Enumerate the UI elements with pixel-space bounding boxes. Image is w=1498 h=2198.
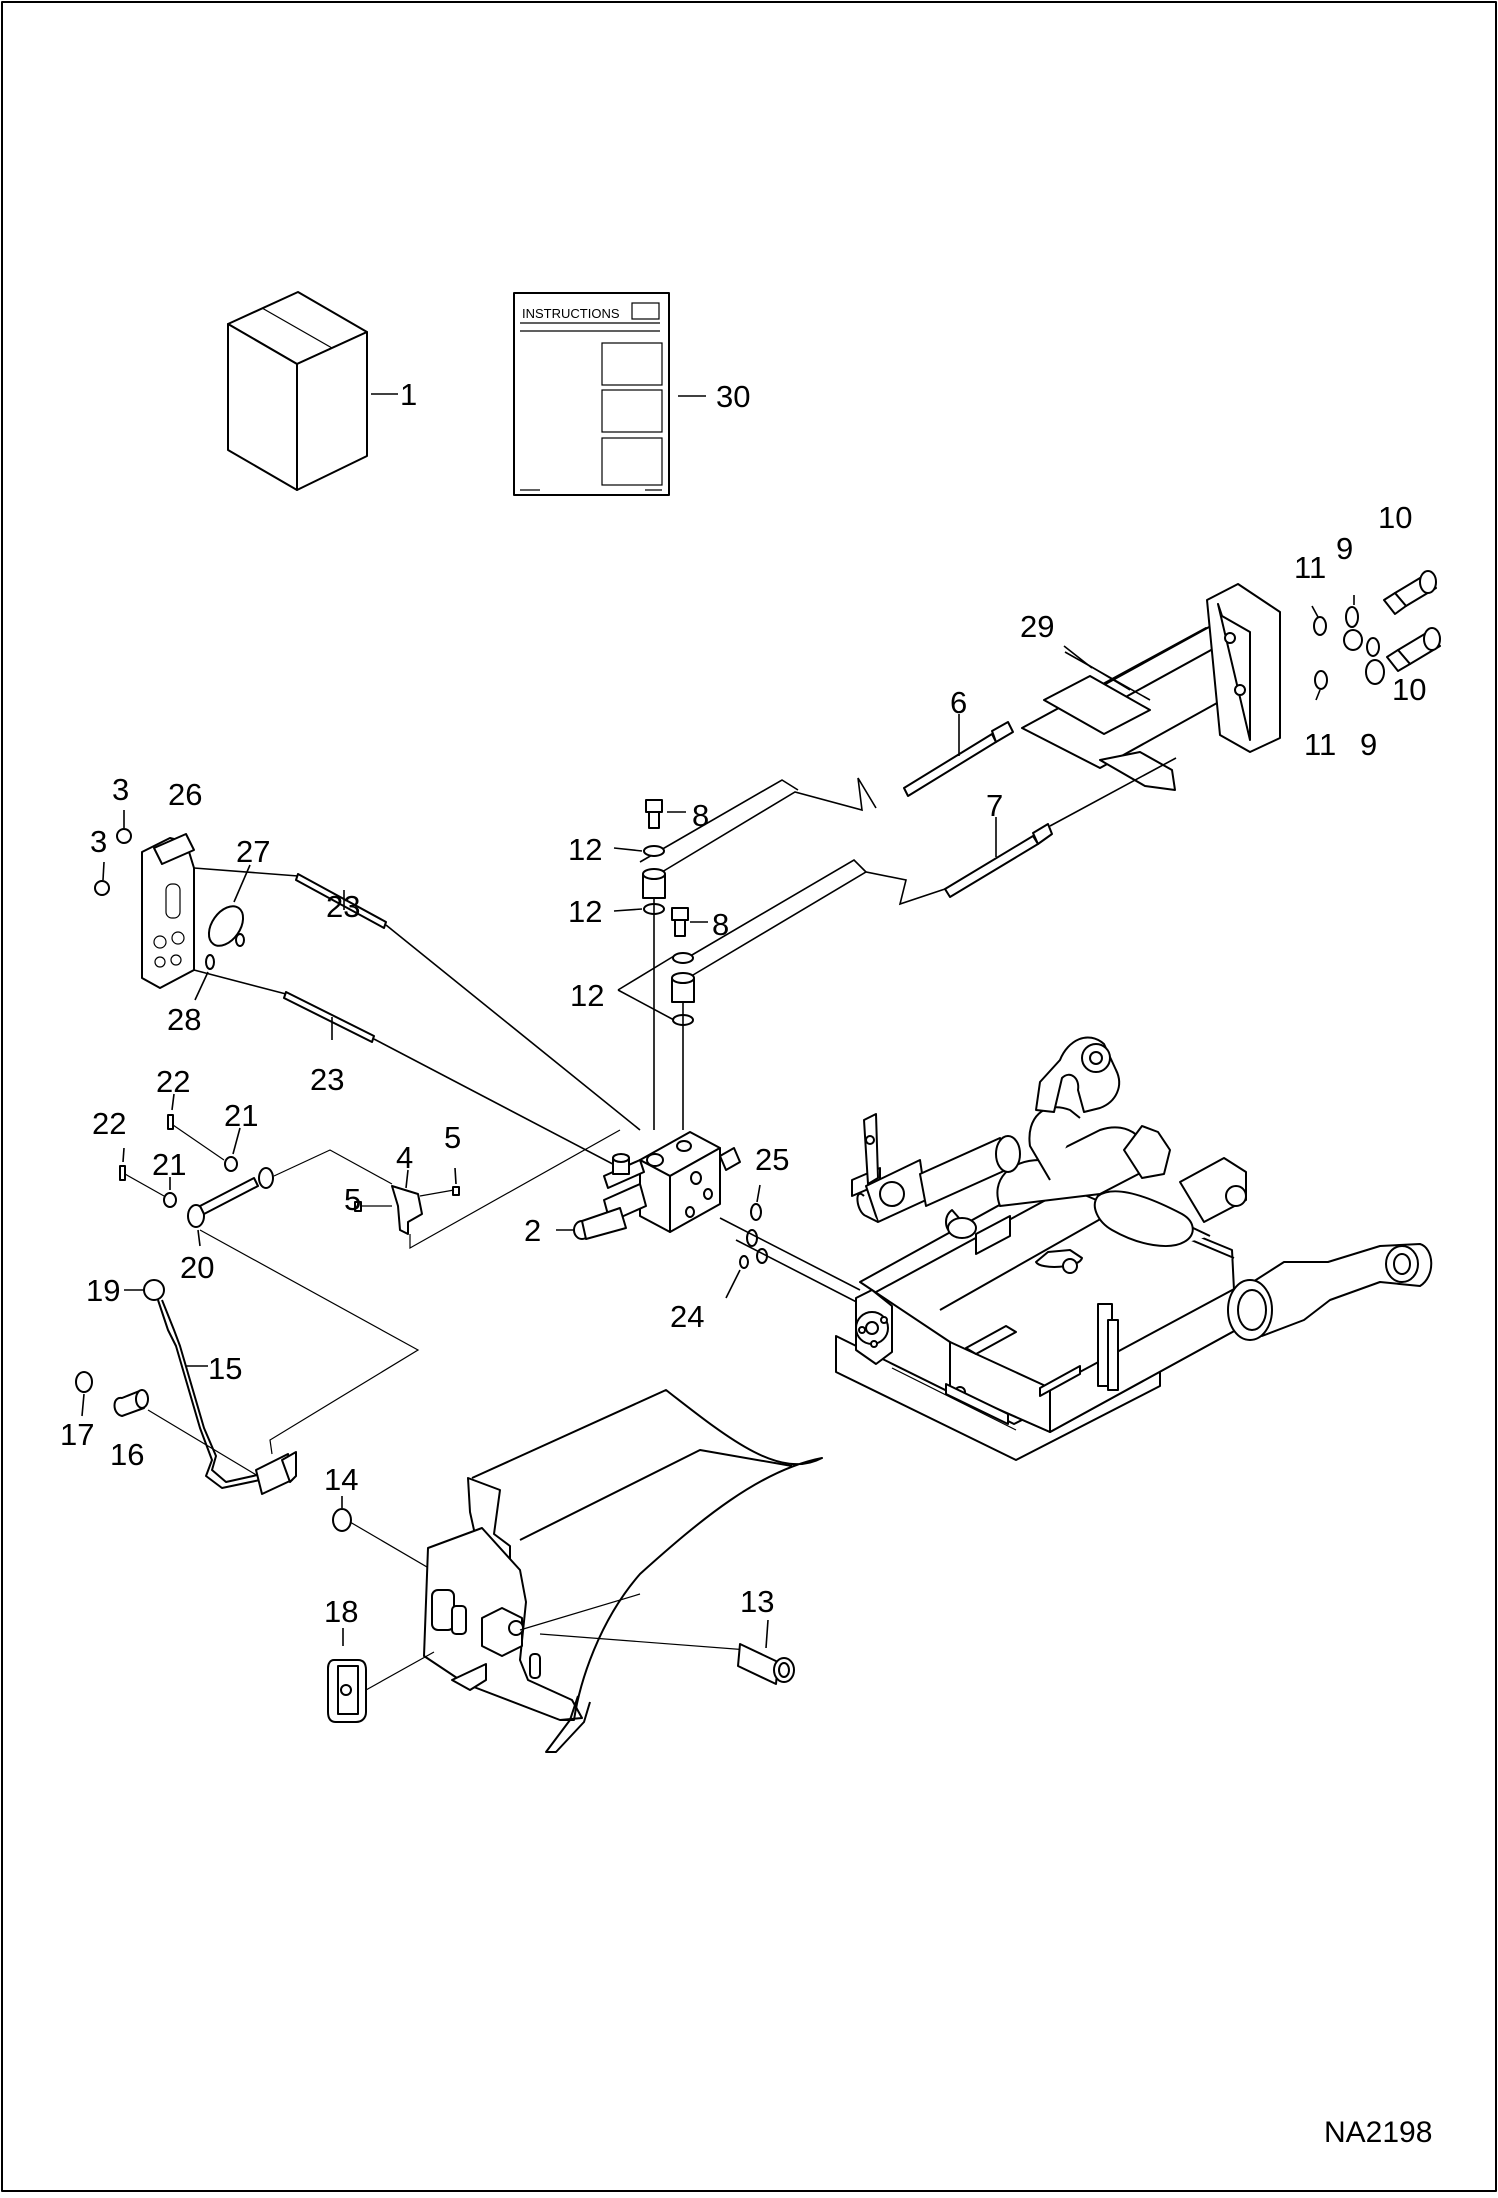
hydraulic-lines: [639, 757, 1177, 976]
part-20-clevis-rod: [187, 1149, 393, 1247]
part-8-banjo-bolts: [645, 799, 708, 937]
hydraulic-lift-housing: [835, 1036, 1433, 1461]
callout-13: 13: [740, 1584, 774, 1619]
callout-2: 2: [524, 1213, 541, 1248]
callout-4: 4: [396, 1140, 413, 1175]
part-4-lever-bracket: [391, 1129, 621, 1250]
part-19-15-control-lever: [124, 1229, 420, 1495]
callout-19: 19: [86, 1273, 120, 1308]
callout-14: 14: [324, 1462, 358, 1497]
fender-mounting-panel: [423, 1389, 823, 1753]
callout-12-c: 12: [570, 978, 604, 1013]
callout-12-a: 12: [568, 832, 602, 867]
part-18-grommet: [327, 1628, 435, 1723]
callout-9-bottom: 9: [1360, 727, 1377, 762]
callout-27: 27: [236, 834, 270, 869]
part-11-orings: [1311, 605, 1328, 701]
part-5-pins: [354, 1167, 460, 1212]
part-3-nuts: [94, 810, 132, 896]
callout-26: 26: [168, 777, 202, 812]
callout-16: 16: [110, 1437, 144, 1472]
callout-7: 7: [986, 788, 1003, 823]
callout-11-bottom: 11: [1304, 727, 1336, 762]
part-9-seals: [1343, 595, 1385, 685]
callout-12-b: 12: [568, 894, 602, 929]
callout-10-bottom: 10: [1392, 672, 1426, 707]
callout-3-bottom: 3: [90, 824, 107, 859]
callout-22-bottom: 22: [92, 1106, 126, 1141]
callout-8-top: 8: [692, 798, 709, 833]
callout-10-top: 10: [1378, 500, 1412, 535]
part-12-seals: [613, 845, 695, 1130]
callout-30: 30: [716, 379, 750, 414]
part-21-washers: [163, 1127, 241, 1208]
callout-24: 24: [670, 1299, 704, 1334]
instructions-heading: INSTRUCTIONS: [522, 306, 620, 321]
callout-15: 15: [208, 1351, 242, 1386]
part-29-coupler-bracket: [1021, 583, 1281, 791]
callout-17: 17: [60, 1417, 94, 1452]
part-28-oring: [194, 954, 215, 1001]
part-22-cotter-pins: [119, 1093, 225, 1197]
callout-labels: 1 30 10 10 9 9 11 11 29 6 7 8 8 12 12 12…: [60, 377, 1432, 2149]
part-16-bushing: [113, 1389, 259, 1477]
figure-code: NA2198: [1324, 2116, 1432, 2149]
callout-5-top: 5: [444, 1120, 461, 1155]
callout-8-bottom: 8: [712, 907, 729, 942]
part-1-kit-box: [227, 291, 398, 491]
callout-9-top: 9: [1336, 531, 1353, 566]
part-25-24-orings: [719, 1184, 877, 1313]
callout-25: 25: [755, 1142, 789, 1177]
callout-6: 6: [950, 685, 967, 720]
part-26-end-plate: [141, 833, 195, 989]
callout-28: 28: [167, 1002, 201, 1037]
callout-23-top: 23: [326, 889, 360, 924]
part-6-tube: [903, 714, 1014, 797]
part-10-couplers: [1383, 570, 1441, 672]
callout-11-top: 11: [1294, 550, 1326, 585]
callout-29: 29: [1020, 609, 1054, 644]
callout-18: 18: [324, 1594, 358, 1629]
callout-20: 20: [180, 1250, 214, 1285]
part-13-pin: [737, 1619, 795, 1685]
part-17-snap-ring: [75, 1371, 93, 1417]
part-30-instructions-sheet: [513, 292, 706, 496]
callout-1: 1: [400, 377, 417, 412]
part-7-tube: [944, 817, 1053, 898]
callout-21-bottom: 21: [152, 1147, 186, 1182]
part-27-oring: [207, 864, 251, 947]
callout-5-bottom: 5: [344, 1182, 361, 1217]
callout-22-top: 22: [156, 1064, 190, 1099]
callout-23-bottom: 23: [310, 1062, 344, 1097]
callout-21-top: 21: [224, 1098, 258, 1133]
callout-3-top: 3: [112, 772, 129, 807]
part-2-control-valve: [556, 1131, 741, 1240]
